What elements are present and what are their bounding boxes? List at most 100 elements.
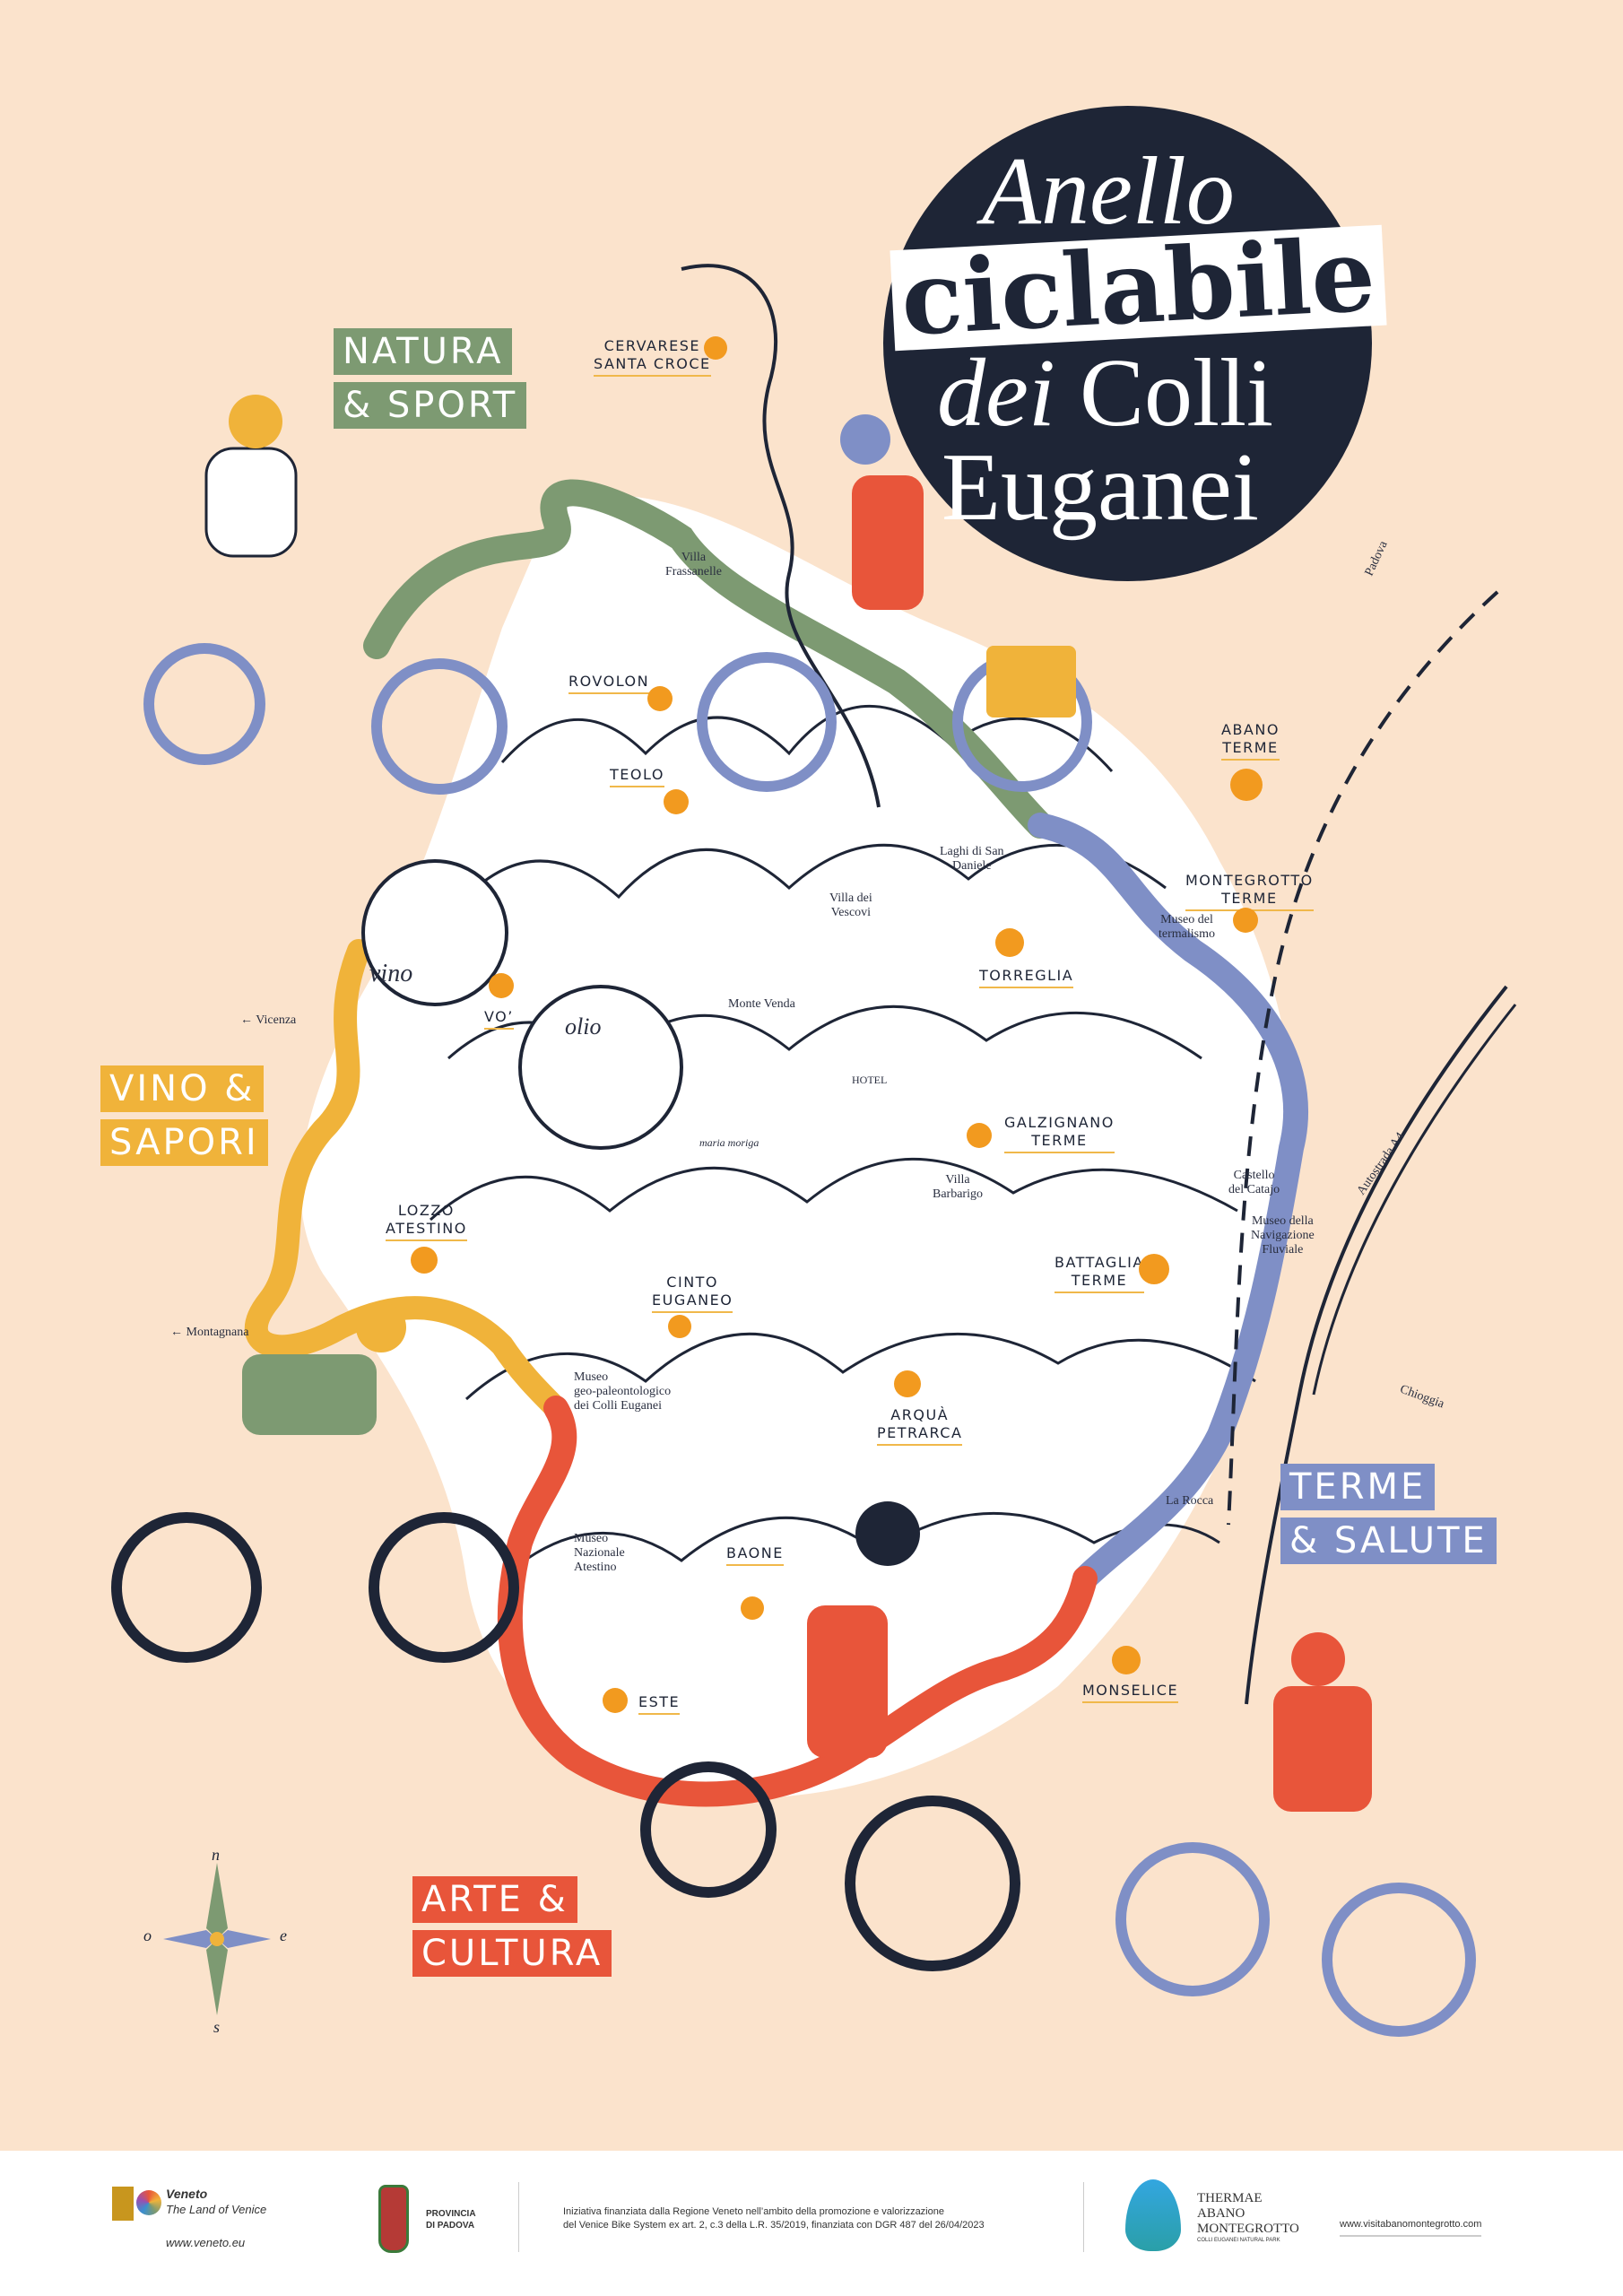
title-anello: Anello	[982, 138, 1235, 245]
thermae-drop-logo	[1125, 2179, 1181, 2251]
theme-vino-sapori: VINO & SAPORI	[100, 1065, 268, 1173]
title-dei: dei	[937, 340, 1055, 447]
poi-museo-atestino: Museo Nazionale Atestino	[574, 1532, 625, 1575]
abano-label: ABANO	[1197, 2206, 1245, 2221]
town-dot	[894, 1370, 921, 1397]
town-dot	[664, 789, 689, 814]
provincia-label: PROVINCIA DI PADOVA	[426, 2209, 476, 2231]
town-dot	[647, 686, 673, 711]
town-dot	[741, 1596, 764, 1620]
poi-castello-catajo: Castello del Catajo	[1228, 1169, 1280, 1197]
theme-line: ARTE &	[412, 1876, 577, 1923]
cyclists	[204, 395, 1372, 1812]
theme-natura-sport: NATURA & SPORT	[334, 328, 527, 436]
theme-line: & SALUTE	[1280, 1518, 1497, 1564]
compass-e: e	[280, 1926, 287, 1944]
town-rovolon: ROVOLON	[568, 673, 650, 694]
theme-line: NATURA	[334, 328, 513, 375]
footer: Veneto The Land of Venice www.veneto.eu …	[0, 2151, 1623, 2296]
map-illustration	[111, 264, 1517, 2037]
route-blue	[1028, 813, 1309, 1591]
poi-villa-barbarigo: Villa Barbarigo	[933, 1173, 983, 1202]
theme-arte-cultura: ARTE & CULTURA	[412, 1876, 612, 1984]
town-teolo: TEOLO	[610, 766, 664, 787]
veneto-brand: Veneto	[166, 2187, 208, 2201]
theme-line: CULTURA	[412, 1930, 612, 1977]
town-galzignano: GALZIGNANO TERME	[1004, 1114, 1115, 1153]
divider	[1083, 2182, 1084, 2252]
town-montegrotto: MONTEGROTTO TERME	[1185, 872, 1314, 911]
theme-line: VINO &	[100, 1065, 265, 1112]
hotel-sign: HOTEL	[852, 1074, 888, 1086]
compass-o: o	[143, 1926, 152, 1944]
town-dot	[668, 1315, 691, 1338]
railway	[1227, 590, 1499, 1526]
poi-villa-frassanelle: Villa Frassanelle	[665, 551, 722, 579]
compass-n: n	[212, 1846, 220, 1864]
veneto-url[interactable]: www.veneto.eu	[166, 2236, 246, 2249]
town-dot	[1233, 908, 1258, 933]
town-dot	[967, 1123, 992, 1148]
town-dot	[704, 336, 727, 360]
town-battaglia: BATTAGLIA TERME	[1055, 1254, 1144, 1293]
poi-villa-dei-vescovi: Villa dei Vescovi	[829, 891, 872, 920]
town-abano: ABANO TERME	[1221, 721, 1280, 761]
compass-rose	[163, 1863, 271, 2015]
town-este: ESTE	[638, 1693, 681, 1715]
olio-vignette	[518, 985, 683, 1150]
town-arqua: ARQUÀ PETRARCA	[877, 1406, 963, 1446]
artist-signature: maria moriga	[699, 1136, 759, 1149]
poi-museo-termalismo: Museo del termalismo	[1159, 913, 1215, 942]
park-label: COLLI EUGANEI NATURAL PARK	[1197, 2238, 1280, 2243]
poi-laghi-san-daniele: Laghi di San Daniele	[940, 845, 1004, 874]
town-lozzo: LOZZO ATESTINO	[386, 1202, 467, 1241]
compass-s: s	[213, 2018, 221, 2036]
route-green	[363, 479, 1054, 839]
direction-montagnana: ← Montagnana	[170, 1326, 249, 1339]
veneto-tagline: The Land of Venice	[166, 2203, 267, 2216]
town-dot	[1139, 1254, 1169, 1284]
theme-line: TERME	[1280, 1464, 1436, 1510]
town-torreglia: TORREGLIA	[979, 967, 1074, 988]
town-baone: BAONE	[726, 1544, 784, 1566]
vino-label: vino	[369, 960, 413, 987]
funding-line-2: del Venice Bike System ex art. 2, c.3 de…	[563, 2220, 985, 2231]
theme-line: & SPORT	[334, 382, 527, 429]
theme-terme-salute: TERME & SALUTE	[1280, 1464, 1497, 1571]
divider	[518, 2182, 519, 2252]
montegrotto-label: MONTEGROTTO	[1197, 2222, 1299, 2236]
theme-line: SAPORI	[100, 1119, 268, 1166]
title-ciclabile: ciclabile	[890, 216, 1387, 359]
hill-lines	[429, 705, 1256, 1580]
veneto-lion-logo	[112, 2187, 134, 2221]
route-yellow	[244, 939, 568, 1420]
title-dei-colli: dei Colli	[937, 345, 1273, 442]
town-monselice: MONSELICE	[1082, 1682, 1179, 1703]
highway-a4	[1245, 985, 1508, 1705]
title-euganei: Euganei	[942, 434, 1259, 541]
website-link[interactable]: www.visitabanomontegrotto.com	[1340, 2219, 1482, 2237]
town-dot	[411, 1247, 438, 1274]
poi-museo-navigazione: Museo della Navigazione Fluviale	[1251, 1214, 1315, 1257]
town-cinto: CINTO EUGANEO	[652, 1274, 733, 1313]
poi-museo-geopaleo: Museo geo-paleontologico dei Colli Eugan…	[574, 1370, 672, 1413]
direction-label: Montagnana	[186, 1326, 249, 1339]
town-vo: VO’	[484, 1008, 514, 1030]
town-dot	[995, 928, 1024, 957]
town-dot	[1230, 769, 1263, 801]
town-dot	[489, 973, 514, 998]
route-red	[497, 1396, 1098, 1807]
poi-la-rocca: La Rocca	[1166, 1494, 1214, 1508]
funding-line-1: Iniziativa finanziata dalla Regione Vene…	[563, 2206, 944, 2217]
town-dot	[603, 1688, 628, 1713]
veneto-star-logo	[136, 2190, 161, 2215]
thermae-label: THERMAE	[1197, 2191, 1263, 2205]
hills-area	[300, 495, 1296, 1798]
provincia-crest-icon	[378, 2185, 409, 2253]
town-cervarese: CERVARESE SANTA CROCE	[594, 337, 711, 377]
direction-vicenza: ← Vicenza	[240, 1013, 297, 1027]
title-colli: Colli	[1055, 340, 1274, 447]
vino-vignette	[361, 859, 508, 1006]
direction-label: Vicenza	[256, 1013, 297, 1027]
